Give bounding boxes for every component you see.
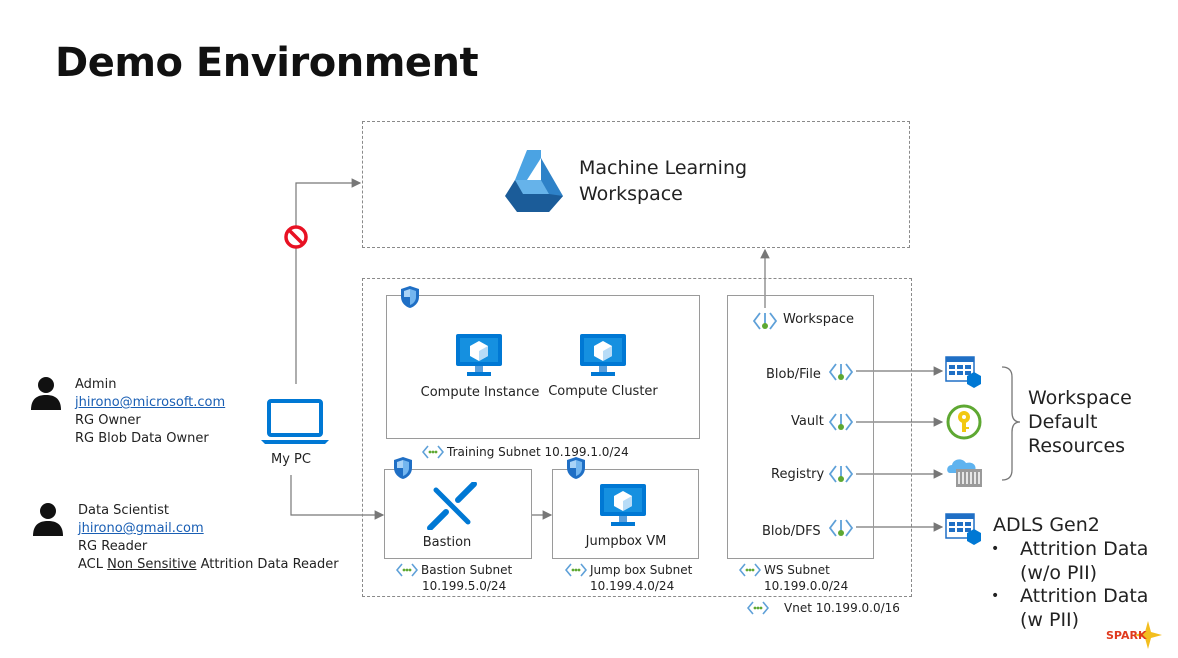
scientist-perm-2-prefix: ACL bbox=[78, 557, 108, 572]
spark-logo: SPARK bbox=[1106, 621, 1162, 649]
bastion-icon bbox=[427, 482, 477, 530]
pc-to-bastion-line bbox=[290, 475, 385, 520]
jump-subnet-icon bbox=[565, 563, 587, 577]
defaults-bracket bbox=[1001, 366, 1021, 481]
pc-to-workspace-line bbox=[295, 178, 362, 384]
nsg-shield-icon bbox=[401, 286, 419, 308]
bastion-nsg-shield-icon bbox=[394, 457, 412, 479]
compute-instance-icon bbox=[456, 334, 502, 376]
ws-subnet-label: WS Subnet bbox=[764, 563, 830, 577]
adls-item1-line2: (w/o PII) bbox=[1020, 562, 1098, 584]
endpoint-blobdfs-label: Blob/DFS bbox=[762, 524, 821, 539]
blobdfs-endpoint-icon bbox=[829, 519, 853, 537]
adls-bullet-2: • bbox=[991, 588, 1000, 604]
defaults-line1: Workspace bbox=[1028, 387, 1132, 409]
laptop-icon bbox=[261, 399, 329, 444]
admin-perm-2: RG Blob Data Owner bbox=[75, 431, 209, 446]
ws-subnet-cidr: 10.199.0.0/24 bbox=[764, 579, 849, 593]
adls-bullet-1: • bbox=[991, 541, 1000, 557]
jumpbox-vm-icon bbox=[600, 484, 646, 526]
jumpbox-nsg-shield-icon bbox=[567, 457, 585, 479]
container-registry-icon bbox=[947, 459, 982, 487]
admin-email-link[interactable]: jhirono@microsoft.com bbox=[75, 395, 226, 410]
page-title: Demo Environment bbox=[55, 40, 479, 86]
bastion-subnet-cidr: 10.199.5.0/24 bbox=[422, 579, 507, 593]
deny-icon bbox=[284, 225, 308, 249]
compute-cluster-icon bbox=[580, 334, 626, 376]
key-vault-icon bbox=[946, 404, 982, 440]
workspace-endpoint-icon bbox=[753, 312, 777, 330]
adls-item1-line1: Attrition Data bbox=[1020, 538, 1149, 560]
vnet-label: Vnet 10.199.0.0/16 bbox=[784, 601, 900, 615]
adls-item2-line2: (w PII) bbox=[1020, 609, 1080, 631]
vault-endpoint-icon bbox=[829, 413, 853, 431]
machine-learning-icon bbox=[505, 150, 563, 212]
endpoint-registry-label: Registry bbox=[771, 467, 825, 482]
adls-item2-line1: Attrition Data bbox=[1020, 585, 1149, 607]
bastion-label: Bastion bbox=[422, 535, 472, 550]
ws-subnet-box bbox=[727, 295, 874, 559]
registry-endpoint-icon bbox=[829, 465, 853, 483]
workspace-title-line2: Workspace bbox=[579, 183, 683, 205]
storage-account-icon bbox=[945, 356, 981, 388]
endpoint-blobfile-label: Blob/File bbox=[766, 367, 821, 382]
subnet-icon bbox=[422, 445, 444, 459]
jumpbox-subnet-box bbox=[552, 469, 699, 559]
svg-text:SPARK: SPARK bbox=[1106, 629, 1147, 642]
adls-storage-icon bbox=[945, 513, 981, 545]
scientist-role: Data Scientist bbox=[78, 503, 169, 518]
training-subnet-label: Training Subnet 10.199.1.0/24 bbox=[447, 445, 629, 459]
bastion-subnet-label: Bastion Subnet bbox=[421, 563, 513, 577]
jump-subnet-label: Jump box Subnet bbox=[590, 563, 693, 577]
scientist-perm-2-underlined: Non Sensitive bbox=[107, 557, 197, 572]
admin-person-icon bbox=[31, 377, 61, 410]
vnet-box bbox=[362, 278, 912, 597]
vnet-icon bbox=[747, 601, 769, 615]
scientist-person-icon bbox=[33, 503, 63, 536]
scientist-email-link[interactable]: jhirono@gmail.com bbox=[78, 521, 204, 536]
jump-subnet-cidr: 10.199.4.0/24 bbox=[590, 579, 675, 593]
admin-role: Admin bbox=[75, 377, 117, 392]
endpoint-vault-label: Vault bbox=[791, 414, 824, 429]
defaults-line3: Resources bbox=[1028, 435, 1126, 457]
scientist-perm-2-suffix: Attrition Data Reader bbox=[196, 557, 339, 572]
ws-subnet-icon bbox=[739, 563, 761, 577]
compute-cluster-label: Compute Cluster bbox=[548, 384, 658, 399]
workspace-title-line1: Machine Learning bbox=[579, 157, 748, 179]
blobfile-endpoint-icon bbox=[829, 363, 853, 381]
adls-title: ADLS Gen2 bbox=[993, 514, 1100, 536]
jumpbox-label: Jumpbox VM bbox=[585, 534, 667, 549]
ml-workspace-box bbox=[362, 121, 910, 248]
compute-instance-label: Compute Instance bbox=[420, 385, 540, 400]
bastion-subnet-box bbox=[384, 469, 532, 559]
mypc-label: My PC bbox=[271, 452, 311, 467]
scientist-perm-2: ACL Non Sensitive Attrition Data Reader bbox=[78, 556, 339, 574]
defaults-line2: Default bbox=[1028, 411, 1098, 433]
training-subnet-box bbox=[386, 295, 700, 439]
admin-perm-1: RG Owner bbox=[75, 413, 141, 428]
endpoint-workspace-label: Workspace bbox=[783, 312, 855, 327]
scientist-perm-1: RG Reader bbox=[78, 539, 148, 554]
bastion-subnet-icon bbox=[396, 563, 418, 577]
